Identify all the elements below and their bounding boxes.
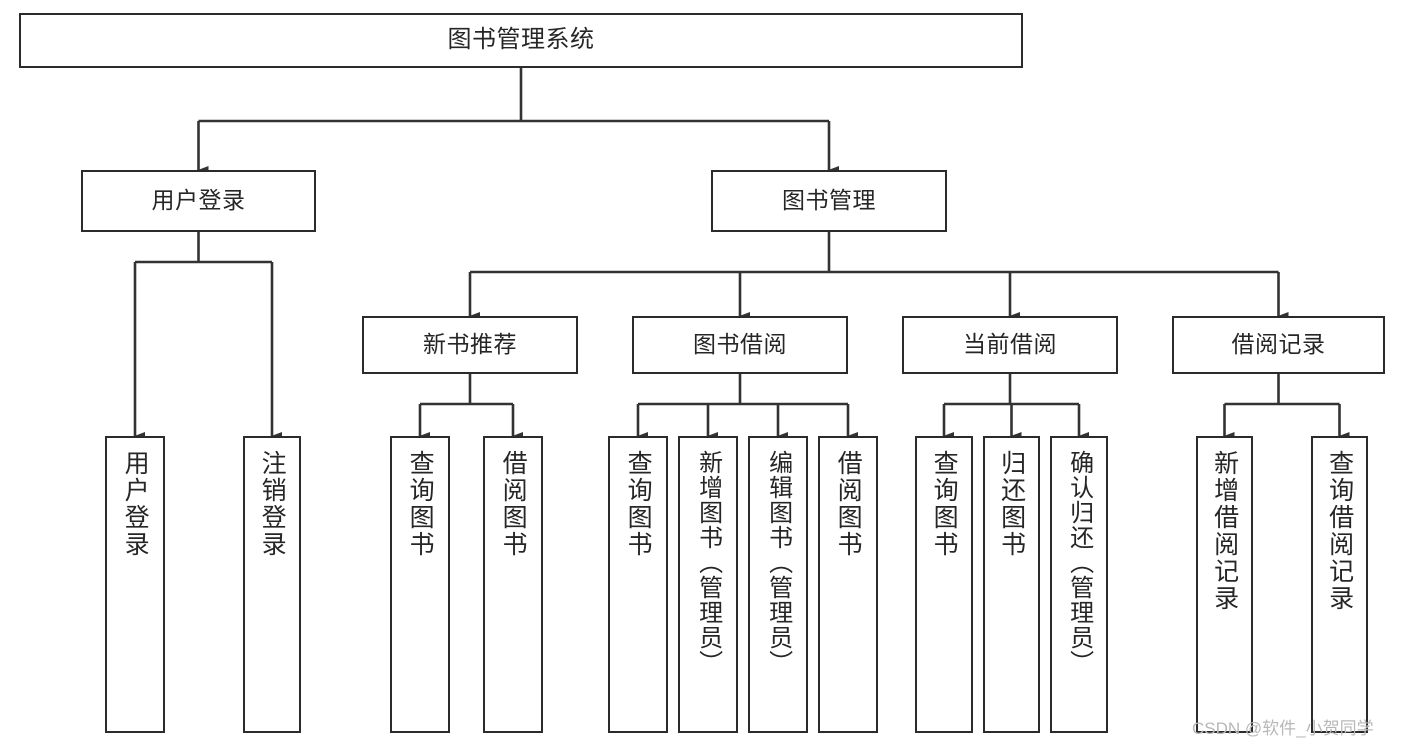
node-label: 借阅图书 — [499, 450, 528, 558]
node-leaf-user-login[interactable]: 用户登录 — [105, 436, 165, 733]
node-label: 图书借阅 — [693, 331, 787, 358]
node-label: 查询图书 — [624, 450, 653, 558]
node-label: 图书管理系统 — [447, 26, 595, 54]
node-leaf-return-book[interactable]: 归还图书 — [983, 436, 1040, 733]
node-label: 查询图书 — [930, 450, 959, 558]
node-book-borrow[interactable]: 图书借阅 — [632, 316, 848, 374]
csdn-watermark: CSDN @软件_小贺同学 — [1192, 719, 1374, 738]
node-label: 当前借阅 — [963, 331, 1057, 358]
node-label: 用户登录 — [121, 450, 150, 558]
node-leaf-edit-book[interactable]: 编辑图书（管理员） — [748, 436, 808, 733]
node-leaf-logout[interactable]: 注销登录 — [243, 436, 301, 733]
node-leaf-query-book-current[interactable]: 查询图书 — [915, 436, 973, 733]
node-leaf-add-book[interactable]: 新增图书（管理员） — [678, 436, 738, 733]
node-root[interactable]: 图书管理系统 — [19, 13, 1023, 68]
node-leaf-confirm-return[interactable]: 确认归还（管理员） — [1050, 436, 1108, 733]
node-user-login[interactable]: 用户登录 — [81, 170, 316, 232]
node-label: 归还图书 — [997, 450, 1026, 558]
node-label: 图书管理 — [782, 187, 876, 214]
node-label: 查询借阅记录 — [1325, 450, 1354, 612]
node-leaf-query-book-rec[interactable]: 查询图书 — [390, 436, 450, 733]
node-borrow-record[interactable]: 借阅记录 — [1172, 316, 1385, 374]
node-current-borrow[interactable]: 当前借阅 — [902, 316, 1118, 374]
node-leaf-borrow-book[interactable]: 借阅图书 — [818, 436, 878, 733]
node-label: 查询图书 — [406, 450, 435, 558]
node-label: 新增图书（管理员） — [694, 450, 722, 675]
node-label: 新书推荐 — [423, 331, 517, 358]
node-new-book-rec[interactable]: 新书推荐 — [362, 316, 578, 374]
node-label: 借阅记录 — [1231, 331, 1326, 358]
node-label: 借阅图书 — [834, 450, 863, 558]
node-leaf-add-record[interactable]: 新增借阅记录 — [1196, 436, 1253, 733]
node-label: 确认归还（管理员） — [1065, 450, 1093, 675]
node-leaf-query-record[interactable]: 查询借阅记录 — [1311, 436, 1368, 733]
node-label: 新增借阅记录 — [1210, 450, 1239, 612]
node-book-manage[interactable]: 图书管理 — [711, 170, 947, 232]
node-label: 注销登录 — [258, 450, 287, 558]
node-leaf-borrow-book-rec[interactable]: 借阅图书 — [483, 436, 543, 733]
node-label: 编辑图书（管理员） — [764, 450, 792, 675]
node-label: 用户登录 — [151, 187, 246, 214]
node-leaf-query-book-borrow[interactable]: 查询图书 — [608, 436, 668, 733]
